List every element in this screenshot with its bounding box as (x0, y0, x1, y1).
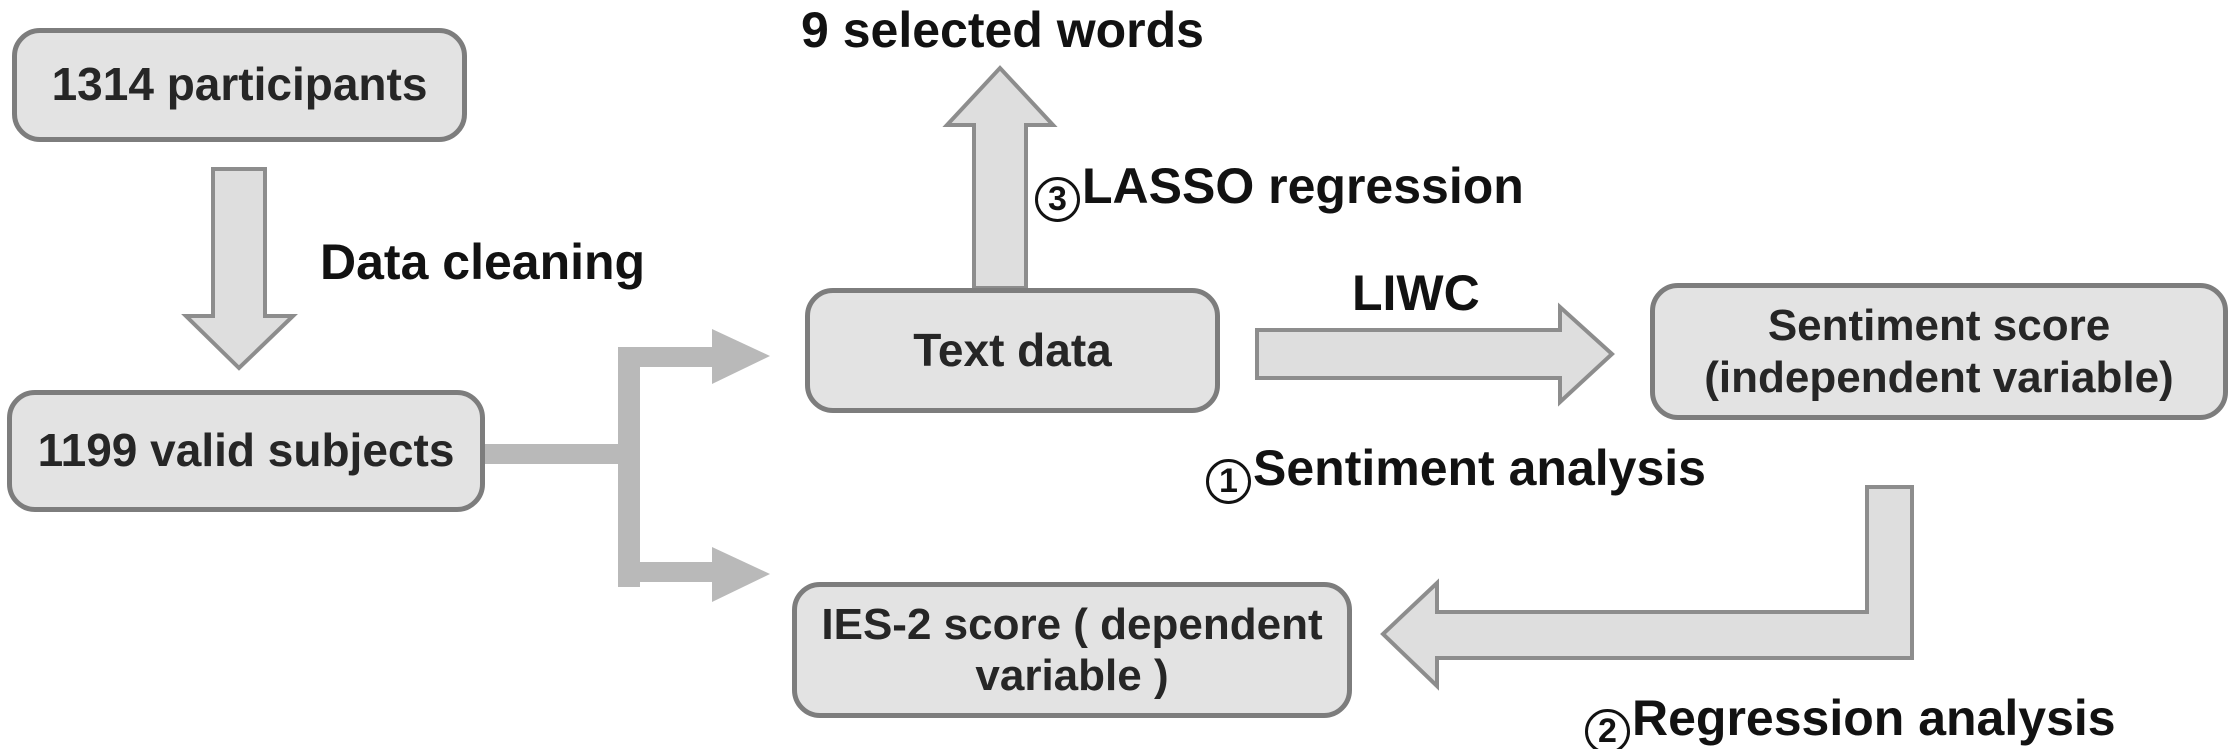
node-participants: 1314 participants (12, 28, 467, 142)
down-arrow (181, 167, 298, 371)
node-valid-subjects-label: 1199 valid subjects (37, 424, 455, 477)
label-sentiment-analysis-text: Sentiment analysis (1253, 440, 1706, 496)
node-sentiment-score-line2: (independent variable) (1704, 352, 2174, 402)
branch-vertical-line (618, 347, 640, 587)
node-ies2-score-line1: IES-2 score ( dependent (821, 599, 1323, 649)
branch-bottom-arrowhead (712, 547, 770, 602)
branch-top-line (618, 347, 714, 367)
node-ies2-score: IES-2 score ( dependent variable ) (792, 582, 1352, 718)
label-liwc: LIWC (1352, 265, 1480, 321)
branch-bottom-line (618, 562, 714, 582)
node-text-data: Text data (805, 288, 1220, 413)
label-regression-analysis-text: Regression analysis (1632, 690, 2116, 746)
node-sentiment-score-line1: Sentiment score (1767, 301, 2111, 351)
branch-connector (485, 329, 770, 602)
branch-stem-line (485, 444, 638, 464)
node-text-data-label: Text data (913, 323, 1112, 376)
step1-number-icon: 1 (1206, 458, 1251, 504)
step3-number-icon: 3 (1035, 176, 1080, 222)
node-participants-label: 1314 participants (51, 58, 428, 111)
node-sentiment-score: Sentiment score (independent variable) (1650, 283, 2228, 420)
branch-top-arrowhead (712, 329, 770, 384)
step2-number-icon: 2 (1585, 708, 1630, 749)
up-arrow (942, 65, 1058, 290)
node-valid-subjects: 1199 valid subjects (7, 390, 485, 512)
regression-elbow-arrow (1380, 485, 1914, 691)
liwc-right-arrow (1255, 302, 1615, 407)
label-lasso-regression-text: LASSO regression (1082, 158, 1524, 214)
label-data-cleaning: Data cleaning (320, 234, 646, 290)
label-selected-words: 9 selected words (801, 2, 1204, 58)
node-ies2-score-line2: variable ) (975, 651, 1169, 700)
